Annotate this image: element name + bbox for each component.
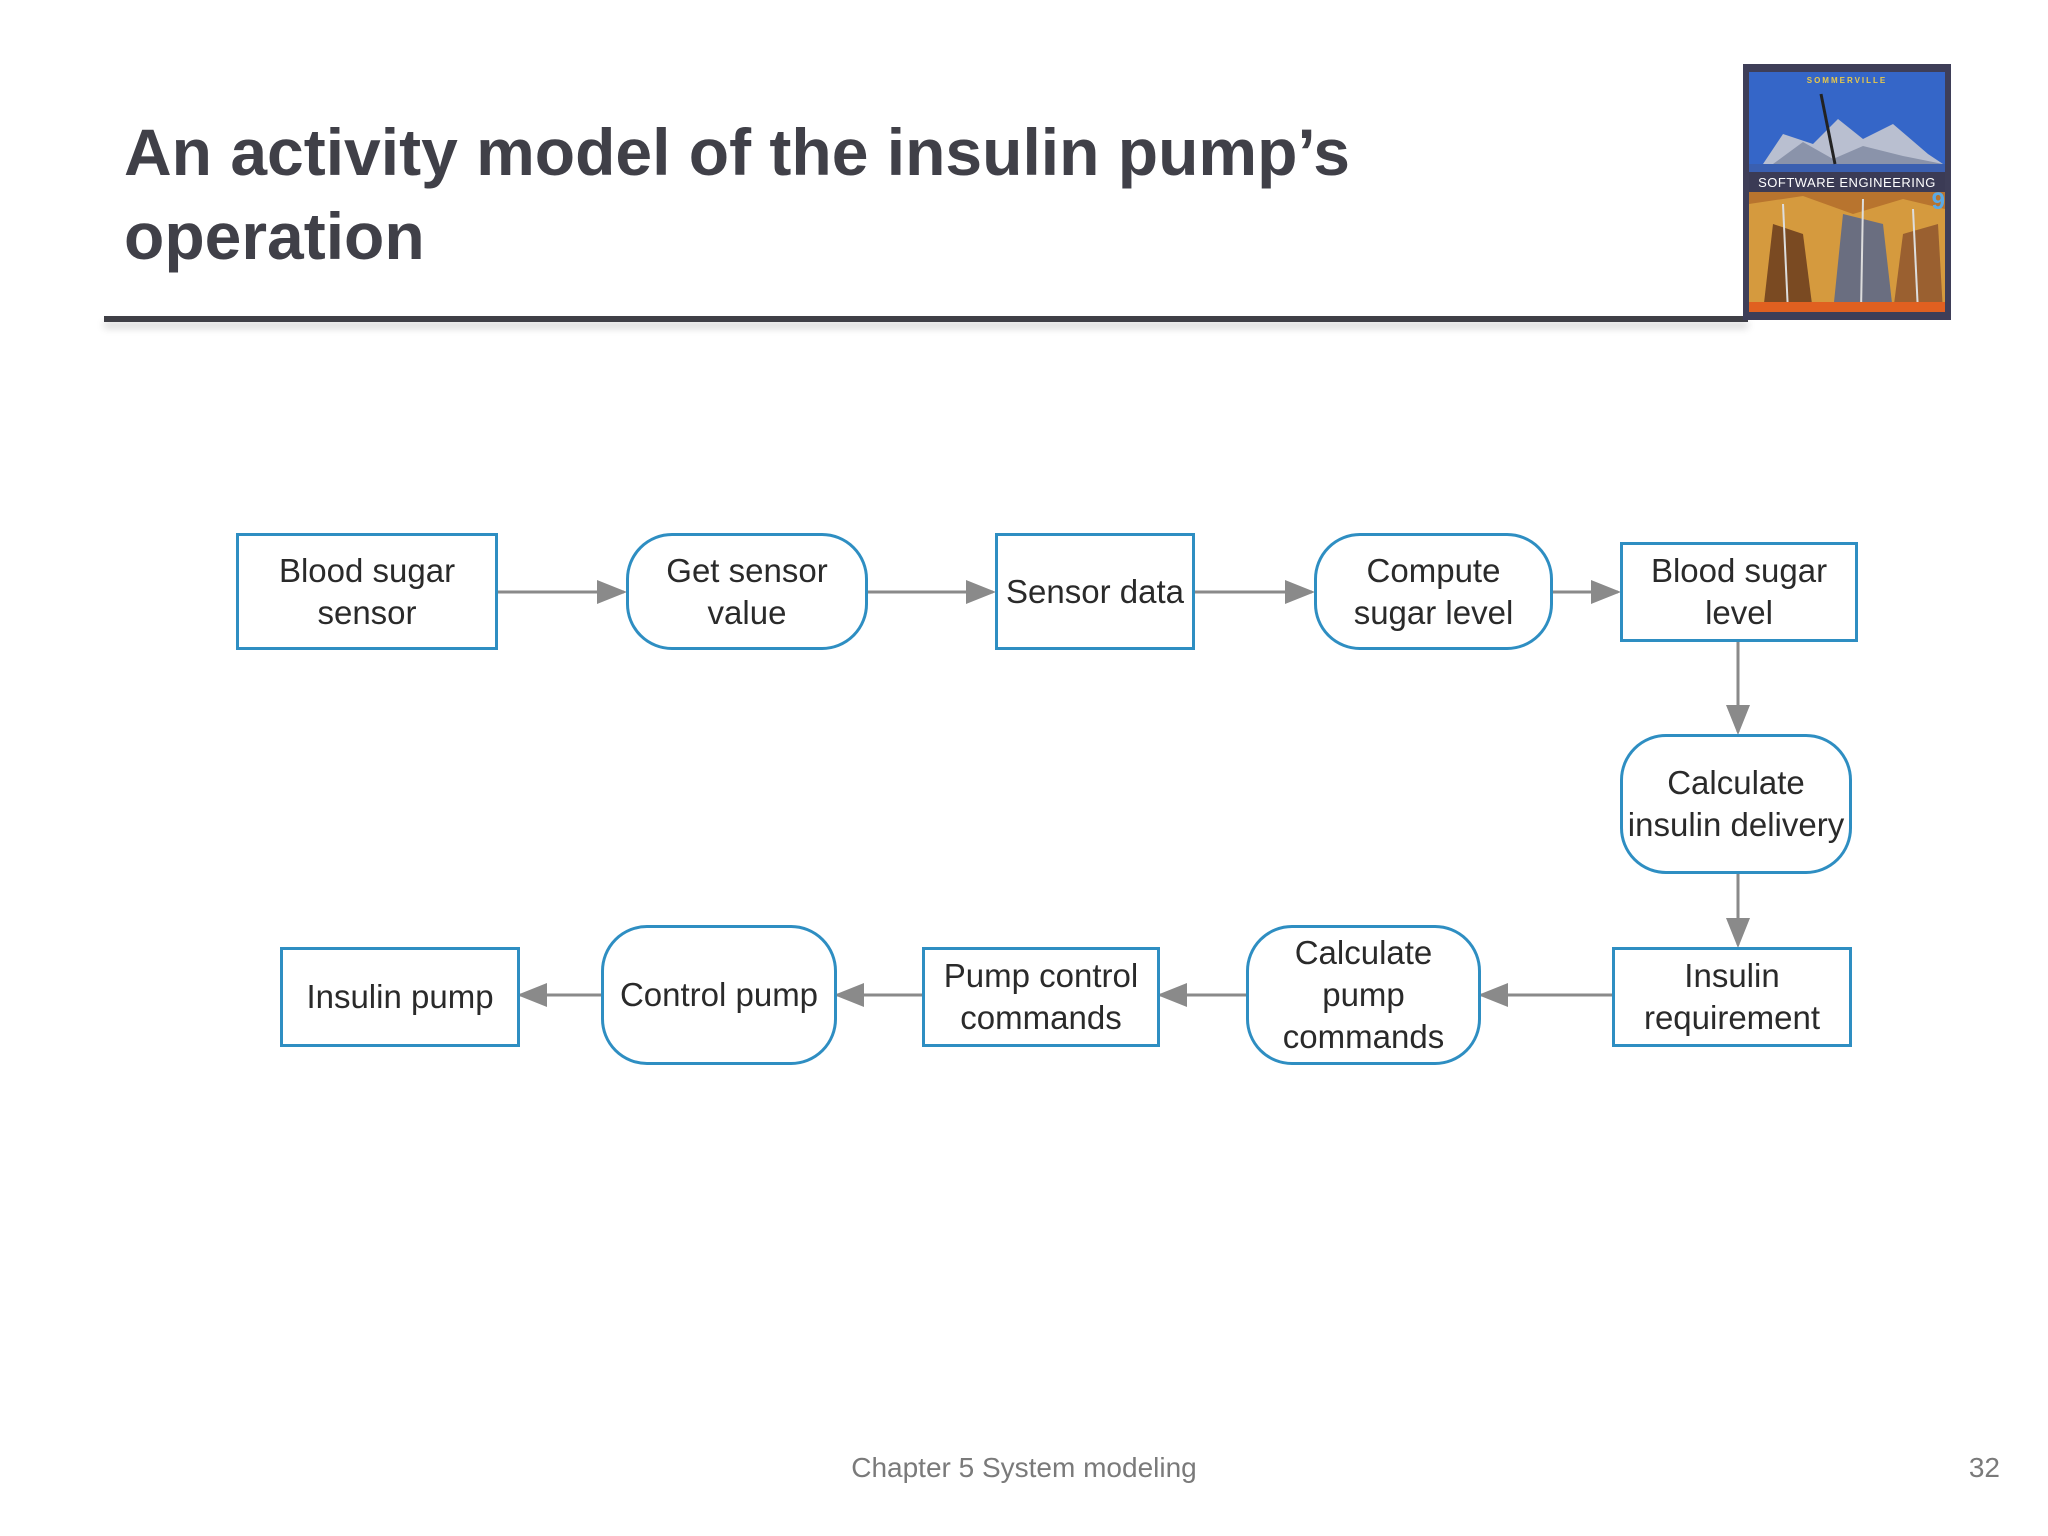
node-label: Calculate insulin delivery bbox=[1627, 764, 1845, 843]
node-label: Compute sugar level bbox=[1353, 551, 1514, 631]
node-label: Blood sugar sensor bbox=[278, 551, 456, 631]
slide-title: An activity model of the insulin pump’s … bbox=[124, 110, 1624, 278]
footer-chapter-title: Chapter 5 System modeling bbox=[851, 1452, 1197, 1483]
node-label: Insulin requirement bbox=[1643, 957, 1821, 1036]
book-cover-image: SOMMERVILLE SOFTWARE ENGINEERING 9 bbox=[1743, 64, 1951, 320]
node-pump-control-commands: Pump control commands bbox=[922, 947, 1160, 1047]
node-label: Control pump bbox=[619, 976, 819, 1013]
title-underline bbox=[104, 316, 1748, 322]
book-cover-artwork bbox=[1743, 64, 1951, 320]
node-calculate-insulin-delivery: Calculate insulin delivery bbox=[1620, 734, 1852, 874]
book-cover-edition: 9 bbox=[1931, 188, 1945, 215]
book-cover-title: SOFTWARE ENGINEERING bbox=[1758, 175, 1936, 190]
page-number: 32 bbox=[1968, 1452, 2000, 1483]
node-get-sensor-value: Get sensor value bbox=[626, 533, 868, 650]
node-label: Insulin pump bbox=[306, 978, 494, 1015]
node-insulin-requirement: Insulin requirement bbox=[1612, 947, 1852, 1047]
book-cover-author: SOMMERVILLE bbox=[1806, 76, 1888, 85]
node-compute-sugar-level: Compute sugar level bbox=[1314, 533, 1553, 650]
node-control-pump: Control pump bbox=[601, 925, 837, 1065]
node-label: Pump control commands bbox=[943, 957, 1139, 1036]
node-label: Sensor data bbox=[1006, 572, 1184, 610]
node-blood-sugar-sensor: Blood sugar sensor bbox=[236, 533, 498, 650]
node-calculate-pump-commands: Calculate pump commands bbox=[1246, 925, 1481, 1065]
node-label: Get sensor value bbox=[666, 551, 828, 631]
slide-title-line-2: operation bbox=[124, 199, 425, 273]
node-sensor-data: Sensor data bbox=[995, 533, 1195, 650]
slide-title-line-1: An activity model of the insulin pump’s bbox=[124, 115, 1350, 189]
node-label: Blood sugar level bbox=[1650, 552, 1828, 631]
node-insulin-pump: Insulin pump bbox=[280, 947, 520, 1047]
node-blood-sugar-level: Blood sugar level bbox=[1620, 542, 1858, 642]
node-label: Calculate pump commands bbox=[1282, 934, 1445, 1055]
